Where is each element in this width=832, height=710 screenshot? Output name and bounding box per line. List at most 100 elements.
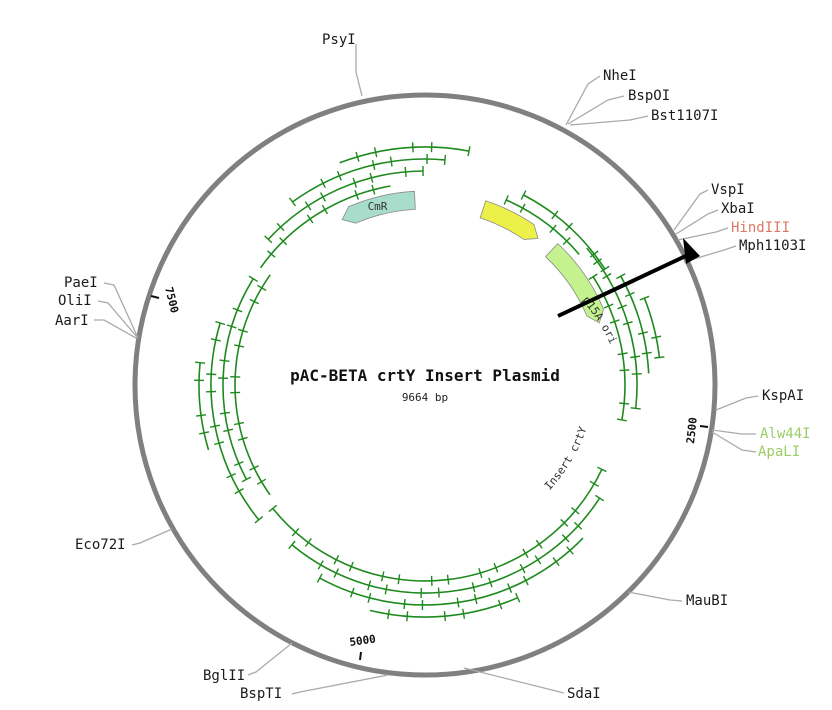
orf-tick [561, 534, 570, 543]
orf-tick [641, 351, 652, 355]
orf-tick [226, 324, 237, 329]
orf-tick [503, 195, 509, 205]
site-eco72i[interactable]: Eco72I [75, 537, 126, 553]
orf-arc-1[interactable] [267, 170, 424, 240]
site-nhei[interactable]: NheI [603, 68, 637, 84]
site-psyi[interactable]: PsyI [322, 32, 356, 48]
tick-mark-2500 [699, 425, 709, 428]
plasmid-title: pAC-BETA crtY Insert Plasmid [290, 366, 560, 385]
site-bst1107i[interactable]: Bst1107I [651, 108, 718, 124]
orf-tick [333, 554, 340, 565]
leader-bspoi [567, 95, 625, 125]
selection-cursor[interactable] [557, 238, 700, 318]
orf-tick [589, 480, 599, 488]
orf-tick [241, 476, 252, 483]
orf-tick [507, 583, 513, 593]
orf-arc-4[interactable] [505, 199, 580, 256]
orf-tick [226, 472, 236, 479]
orf-tick [560, 518, 569, 527]
orf-tick [276, 222, 285, 232]
orf-tick [196, 414, 207, 417]
tick-mark-5000 [359, 651, 362, 661]
leader-bspti [291, 674, 389, 695]
orf-tick [654, 356, 665, 359]
feature-arrow-1[interactable] [479, 200, 539, 240]
orf-tick [219, 359, 230, 362]
orf-tick [522, 575, 529, 586]
site-bglii[interactable]: BglII [203, 668, 245, 684]
orf-tick [214, 441, 225, 446]
leader-nhei [565, 75, 601, 126]
site-olii[interactable]: OliI [58, 293, 92, 309]
orf-tick [520, 190, 527, 200]
orf-tick [592, 258, 602, 266]
orf-tick [215, 320, 226, 326]
orf-tick [237, 328, 248, 333]
orf-tick [234, 487, 244, 495]
orf-arc-3[interactable] [339, 146, 470, 164]
plasmid-backbone [132, 92, 718, 678]
tick-label-2500: 2500 [684, 417, 700, 445]
orf-arc-9[interactable] [198, 362, 210, 451]
leader-alw44i [711, 429, 756, 435]
orf-arc-13[interactable] [369, 596, 519, 618]
orf-tick [549, 224, 557, 234]
orf-tick [597, 466, 607, 473]
site-leader-lines [94, 44, 759, 695]
orf-tick [352, 177, 358, 188]
site-xbai[interactable]: XbaI [721, 201, 755, 217]
orf-tick [456, 597, 460, 608]
site-bspoi[interactable]: BspOI [628, 88, 670, 104]
orf-tick [535, 539, 543, 549]
orf-tick [288, 197, 296, 207]
leader-psyi [355, 44, 363, 97]
orf-tick [355, 151, 360, 162]
orf-arc-2[interactable] [291, 158, 446, 203]
site-kspai[interactable]: KspAI [762, 388, 804, 404]
site-apali[interactable]: ApaLI [758, 444, 800, 460]
orf-tick [467, 146, 471, 157]
orf-arc-12[interactable] [319, 537, 584, 606]
orf-tick [199, 431, 210, 435]
orf-tick [473, 594, 478, 605]
feature-arrow-0[interactable] [341, 190, 416, 224]
orf-tick [443, 154, 447, 165]
site-aari[interactable]: AarI [55, 313, 89, 329]
orf-arc-6[interactable] [234, 274, 271, 496]
orf-arc-17[interactable] [643, 297, 661, 358]
orf-tick [566, 546, 574, 555]
orf-tick [248, 275, 258, 282]
site-mph1103i[interactable]: Mph1103I [739, 238, 806, 254]
orf-tick [552, 557, 560, 567]
feature-label-cmr: CmR [368, 200, 388, 213]
orf-tick [195, 361, 206, 364]
orf-arc-8[interactable] [210, 322, 260, 521]
orf-arc-11[interactable] [291, 497, 601, 594]
orf-tick [373, 147, 378, 158]
orf-tick [319, 192, 327, 202]
orf-tick [291, 527, 300, 537]
site-sdai[interactable]: SdaI [567, 686, 601, 702]
cursor-line[interactable] [557, 252, 691, 318]
orf-tick [219, 411, 230, 415]
orf-arc-7[interactable] [222, 278, 254, 480]
orf-tick [462, 608, 466, 619]
site-paei[interactable]: PaeI [64, 275, 98, 291]
orf-tick [639, 295, 650, 301]
site-bspti[interactable]: BspTI [240, 686, 282, 702]
orf-tick [404, 166, 407, 177]
orf-tick [348, 561, 354, 572]
site-alw44i[interactable]: Alw44I [760, 426, 811, 442]
leader-vspi [673, 189, 709, 231]
orf-tick [268, 504, 278, 513]
site-vspi[interactable]: VspI [711, 182, 745, 198]
orf-tick [210, 338, 221, 342]
site-hindiii[interactable]: HindIII [731, 220, 790, 236]
leader-sdai [463, 667, 565, 694]
cursor-arrowhead-icon[interactable] [683, 238, 700, 264]
orf-arc-0[interactable] [259, 185, 391, 269]
orf-tick [619, 369, 630, 372]
site-maubi[interactable]: MauBI [686, 593, 728, 609]
orf-tick [397, 574, 401, 585]
orf-tick [306, 214, 314, 224]
